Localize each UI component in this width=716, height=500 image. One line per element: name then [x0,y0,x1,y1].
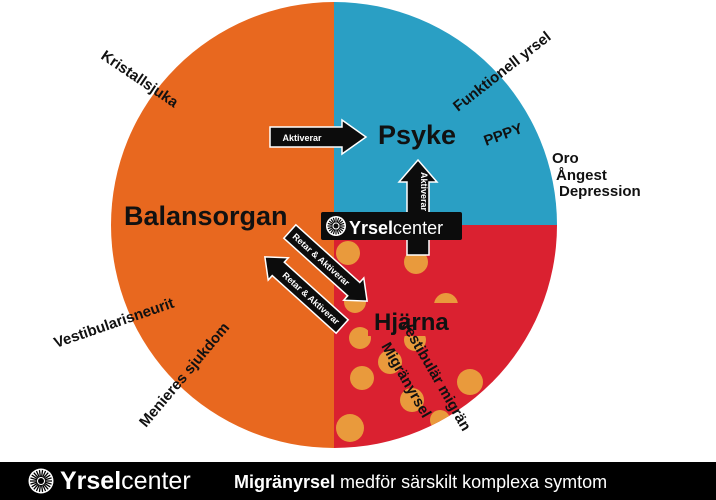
burst-ray [328,220,334,225]
arrow-label: Aktiverar [419,172,429,212]
burst-ray [30,477,38,481]
yrselcenter-burst-logo-icon [28,468,54,494]
arrow-label: Aktiverar [282,133,322,143]
spot [336,241,360,265]
spot [400,388,424,412]
logo-bold: Yrsel [349,218,393,238]
spot [457,369,483,395]
label-angest: Ångest [556,167,607,184]
spot [349,327,371,349]
burst-ray [339,226,345,230]
balansorgan-sector [111,2,334,448]
burst-ray [33,472,39,479]
burst-ray [330,228,335,234]
footer-bar: Yrselcenter Migränyrsel medför särskilt … [0,462,716,500]
burst-ray [336,229,340,235]
burst-ray [44,482,51,488]
burst-ray [330,218,335,224]
burst-ray [40,484,44,492]
burst-ray [336,217,340,223]
burst-ray [43,472,49,479]
label-depression: Depression [559,183,641,200]
burst-ray [328,227,334,232]
logo-rest: center [393,218,443,238]
burst-ray [31,482,38,488]
burst-ray [44,474,51,480]
burst-ray [31,474,38,480]
burst-ray [38,470,42,478]
burst-ray [332,217,336,223]
spot [378,350,402,374]
burst-ray [35,470,40,478]
burst-ray [338,227,344,232]
footer-logo-rest: center [121,467,191,495]
arrow-icon [263,256,350,335]
footer-tagline-rest: medför särskilt komplexa symtom [335,472,608,492]
burst-ray [35,484,40,492]
burst-ray [42,470,47,478]
spot [404,250,428,274]
center-logo-box [321,212,462,240]
footer-logo-bold: Yrsel [60,467,122,495]
burst-ray [338,220,344,225]
arrow-icon [269,118,368,156]
hjarna-box [368,303,470,336]
burst-ray [327,222,333,226]
psyke-sector [334,2,557,225]
burst-ray [44,481,52,485]
center-logo-text: Yrselcenter [349,218,443,238]
spot [350,366,374,390]
burst-ray [43,483,49,490]
burst-ray [30,481,38,485]
label-hjarna: Hjärna [374,309,449,336]
spot [336,414,364,442]
burst-ray [337,218,342,224]
burst-ray [339,222,345,226]
footer-logo: Yrselcenter [60,464,191,498]
symptom-circle-diagram: Kristallsjuka Vestibularisneurit Meniere… [52,2,641,448]
label-psyke: Psyke [378,120,456,150]
burst-ray [337,228,342,234]
burst-ray [33,483,39,490]
burst-ray [38,484,42,492]
center-logo: Yrselcenter [321,212,462,240]
arrow-aktiverar-right: Aktiverar [269,118,368,156]
label-oro: Oro [552,150,579,167]
burst-ray [332,229,336,235]
burst-ray [42,484,47,492]
arrow-icon [282,223,369,302]
label-balansorgan: Balansorgan [124,201,288,231]
footer-tagline: Migränyrsel medför särskilt komplexa sym… [234,465,607,499]
burst-ray [44,477,52,481]
yrselcenter-burst-logo-icon [326,216,346,236]
hjarna-sector [334,225,557,448]
burst-ray [40,470,44,478]
burst-ray [327,226,333,230]
footer-tagline-bold: Migränyrsel [234,472,336,492]
